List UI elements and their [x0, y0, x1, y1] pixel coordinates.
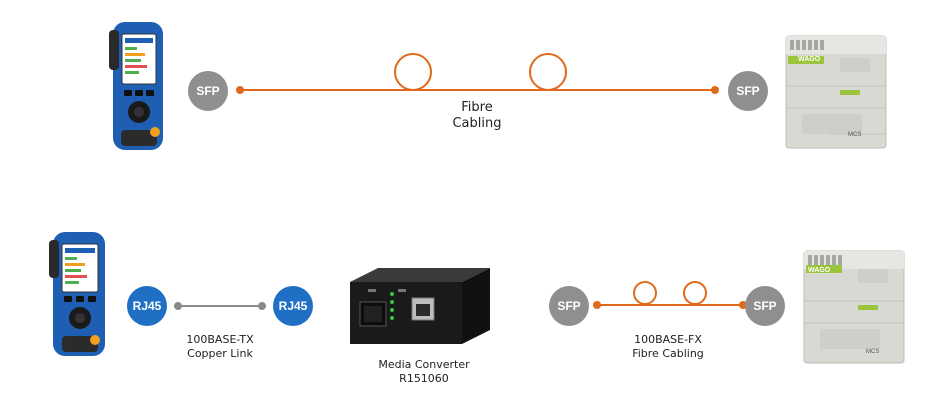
fibre-coil-bottom-1: [633, 281, 657, 305]
fibre-cabling-label: Fibre Cabling: [427, 100, 527, 133]
copper-link-label-line2: Copper Link: [187, 346, 253, 360]
network-tester-device-top: [109, 22, 163, 150]
sfp-port-badge-top-left: SFP: [188, 71, 228, 111]
copper-link-label-line1: 100BASE-TX: [186, 333, 254, 346]
fibre-cabling-label-line1: Fibre: [461, 100, 493, 115]
copper-link-label: 100BASE-TX Copper Link: [170, 333, 270, 361]
media-converter-label-line2: R151060: [399, 371, 449, 385]
sfp-port-badge-bottom-left: SFP: [549, 286, 589, 326]
plc-controller-bottom: [803, 250, 905, 364]
plc-brand-label-top: WAGO: [798, 56, 821, 63]
media-converter-label: Media Converter R151060: [364, 358, 484, 386]
copper-endpoint-right: [258, 302, 266, 310]
fibre-endpoint-top-left: [236, 86, 244, 94]
plc-brand-label-bottom: WAGO: [808, 267, 831, 274]
fibre-coil-bottom-2: [683, 281, 707, 305]
sfp-port-badge-top-right: SFP: [728, 71, 768, 111]
fibre-endpoint-bottom-left: [593, 301, 601, 309]
copper-endpoint-left: [174, 302, 182, 310]
fibre-fx-label: 100BASE-FX Fibre Cabling: [618, 333, 718, 361]
fibre-cabling-label-line2: Cabling: [452, 116, 502, 132]
fibre-endpoint-top-right: [711, 86, 719, 94]
media-converter-label-line1: Media Converter: [378, 358, 470, 371]
sfp-port-badge-bottom-right: SFP: [745, 286, 785, 326]
plc-model-label-bottom: MCS: [866, 349, 879, 355]
network-tester-device-bottom: [49, 232, 105, 356]
fibre-fx-label-line2: Fibre Cabling: [632, 346, 704, 360]
rj45-port-badge-left: RJ45: [127, 286, 167, 326]
fibre-coil-top-1: [394, 53, 432, 91]
rj45-port-badge-right: RJ45: [273, 286, 313, 326]
media-converter-device: [350, 268, 490, 344]
fibre-fx-label-line1: 100BASE-FX: [634, 333, 702, 346]
plc-controller-top: [785, 35, 887, 149]
fibre-coil-top-2: [529, 53, 567, 91]
plc-model-label-top: MCS: [848, 132, 861, 138]
